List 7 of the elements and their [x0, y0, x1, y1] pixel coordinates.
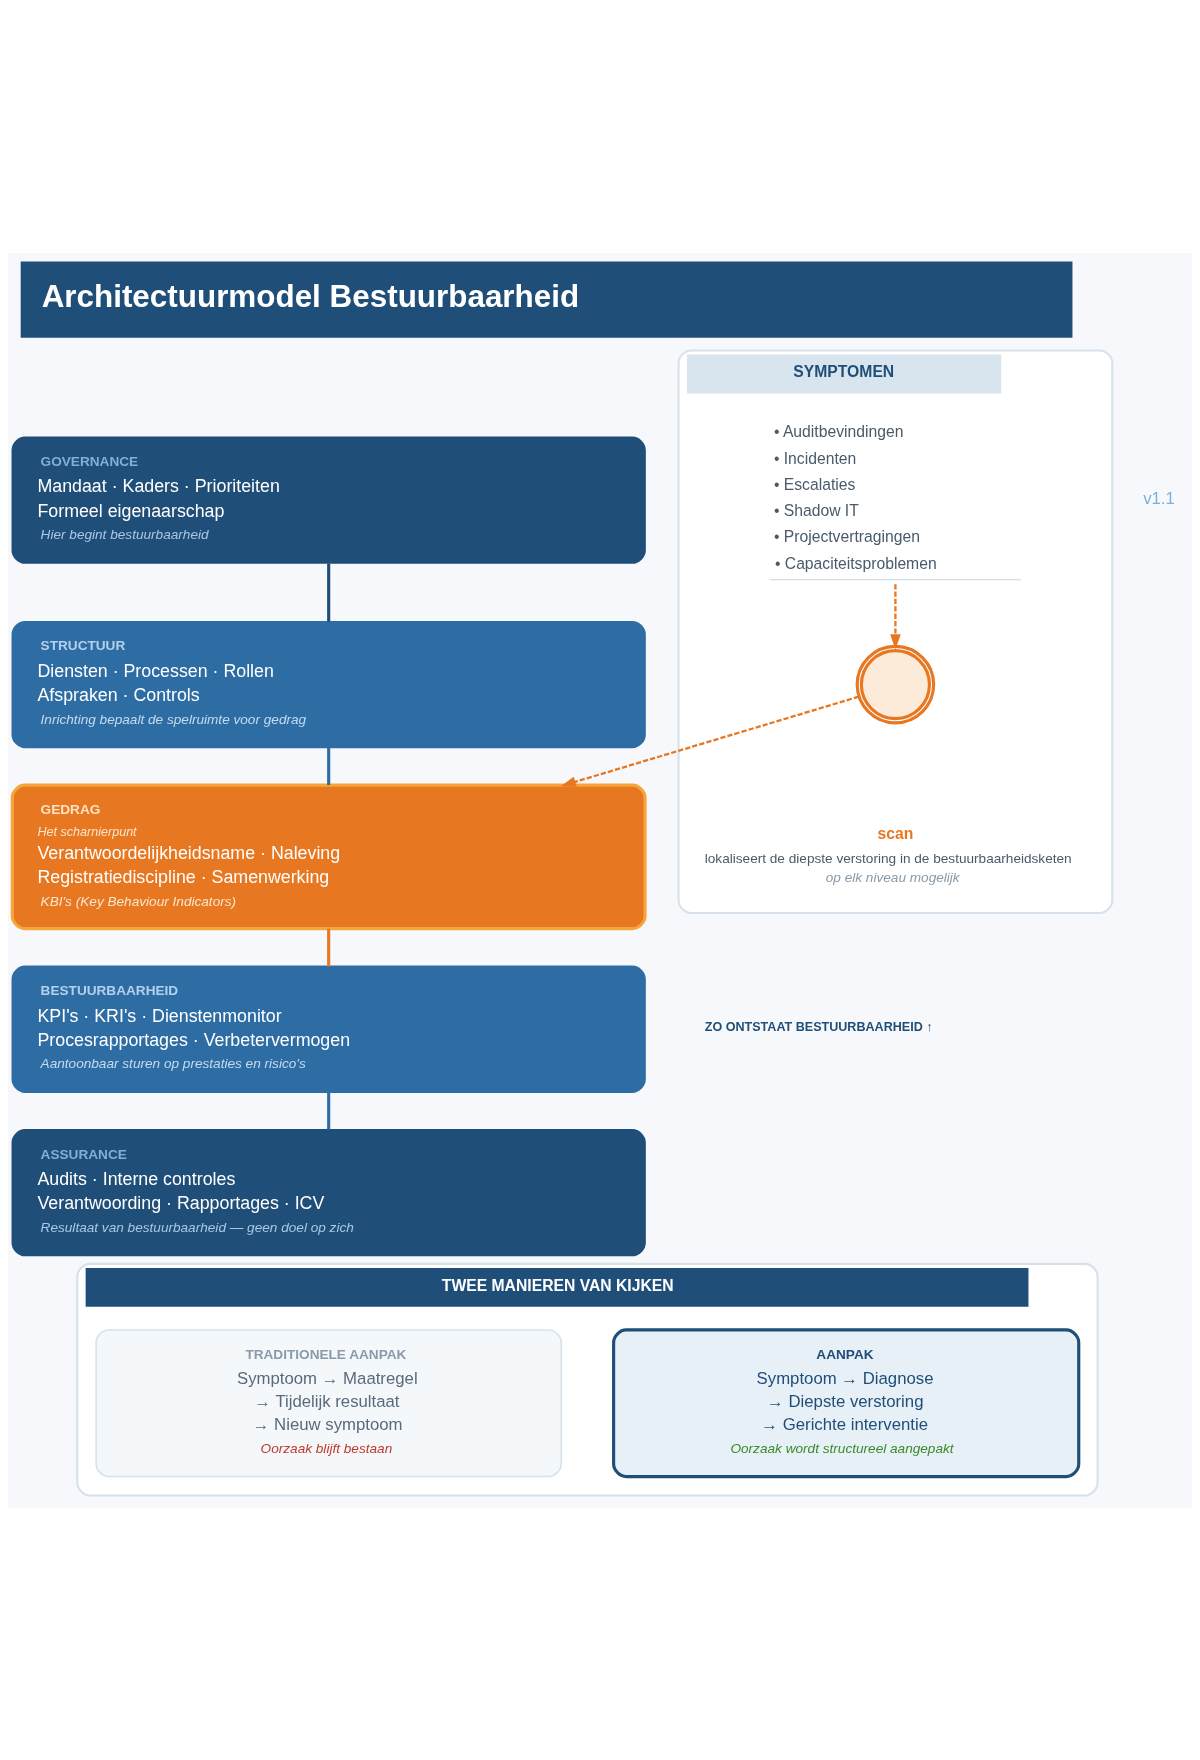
label: ZO ONTSTAAT BESTUURBAARHEID ↑: [704, 1019, 933, 1034]
node-text: • Auditbevindingen • Incidenten • Escalaties • Shadow IT • Projectvertragingen • Capaciteitsproblemen: [773, 422, 937, 572]
label: v1.1: [1143, 488, 1175, 508]
node-label: lokaliseert de diepste verstoring in de bestuurbaarheidsketen: [704, 850, 1072, 866]
node-label: op elk niveau mogelijk: [825, 869, 960, 885]
node-label: scan: [877, 824, 914, 842]
diagram-title: Architectuurmodel Bestuurbaarheid: [41, 278, 580, 314]
